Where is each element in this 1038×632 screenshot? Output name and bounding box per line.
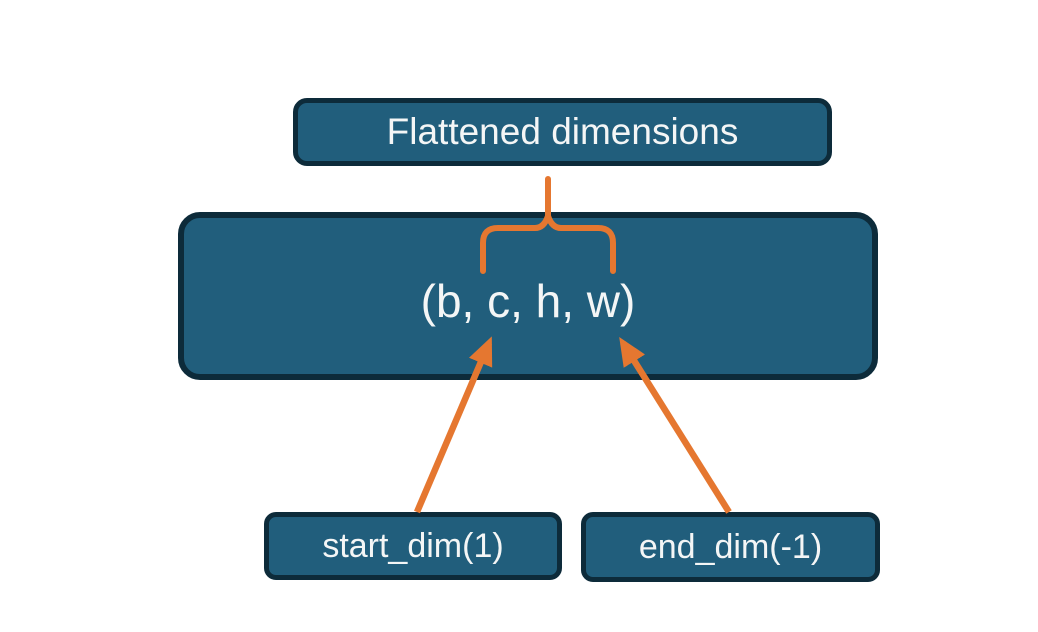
start-dim-box: start_dim(1) xyxy=(264,512,562,580)
tensor-shape-label: (b, c, h, w) xyxy=(420,275,636,327)
start-dim-label: start_dim(1) xyxy=(322,526,504,565)
end-dim-box: end_dim(-1) xyxy=(581,512,880,582)
flattened-dimensions-label: Flattened dimensions xyxy=(386,111,739,152)
flattened-dimensions-box: Flattened dimensions xyxy=(293,98,832,166)
tensor-shape-box: (b, c, h, w) xyxy=(178,212,878,380)
end-dim-label: end_dim(-1) xyxy=(638,527,823,566)
